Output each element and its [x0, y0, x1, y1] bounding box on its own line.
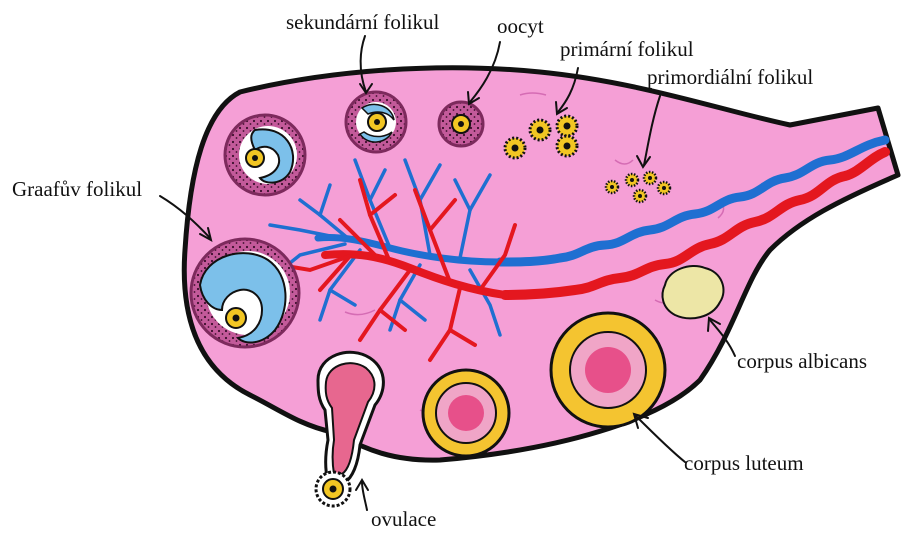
- label-secondary-follicle: sekundární folikul: [286, 10, 440, 34]
- corpus-luteum-large: [551, 313, 665, 427]
- corpus-albicans: [662, 266, 723, 318]
- label-oocyte: oocyt: [497, 14, 544, 38]
- label-primordial-follicle: primordiální folikul: [647, 65, 813, 89]
- label-primary-follicle: primární folikul: [560, 37, 694, 61]
- corpus-luteum-small: [423, 370, 509, 456]
- label-corpus-albicans: corpus albicans: [737, 349, 867, 373]
- label-ovulation: ovulace: [371, 507, 436, 531]
- graafian-follicle-upper: [225, 115, 305, 195]
- label-corpus-luteum: corpus luteum: [684, 451, 804, 475]
- oocyte-follicle: [439, 102, 483, 146]
- graafian-follicle-lower: [191, 239, 299, 347]
- label-graafian-follicle: Graafův folikul: [12, 177, 142, 201]
- secondary-follicle: [346, 92, 406, 152]
- arrow-corpus-luteum: [636, 416, 685, 462]
